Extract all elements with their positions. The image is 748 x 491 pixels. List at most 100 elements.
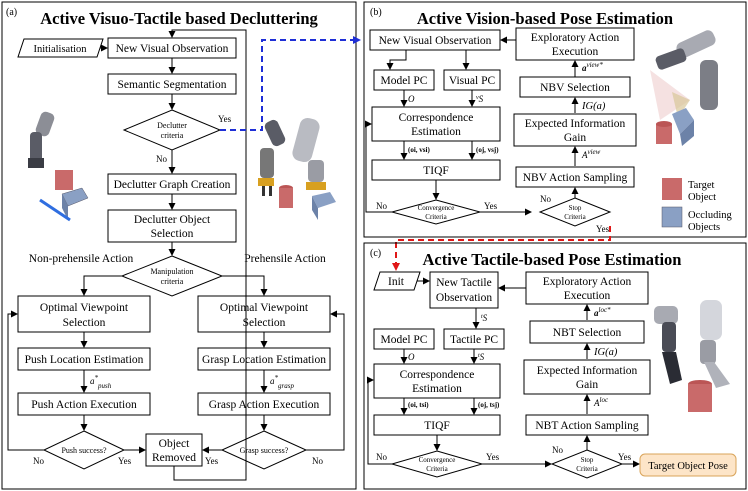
c-stop-no: No: [552, 445, 563, 455]
legend-target-label-1: Target: [688, 180, 715, 191]
b-correspondence-label-2: Estimation: [411, 126, 461, 138]
b-stop-diamond: [538, 197, 612, 227]
push-location-label: Push Location Estimation: [25, 354, 144, 366]
manipulation-criteria-label-1: Manipulation: [150, 267, 193, 276]
robot-illustration-left: [28, 111, 89, 222]
c-correspondence-box: [373, 363, 501, 399]
c-tiqf-label: TIQF: [424, 420, 450, 432]
c-tS-obs: tS: [481, 313, 488, 323]
b-stop-label-1: Stop: [569, 204, 582, 212]
panel-c-frame: [363, 242, 747, 490]
c-correspondence-label-2: Estimation: [412, 383, 462, 395]
panel-c-title: Active Tactile-based Pose Estimation: [423, 250, 682, 269]
c-tS-label: tS: [478, 352, 485, 362]
c-nbt-selection-label: NBT Selection: [553, 327, 622, 339]
panel-a-frame: [1, 1, 357, 490]
a-push-label: a*push: [90, 374, 112, 390]
panel-b-title: Active Vision-based Pose Estimation: [417, 9, 673, 28]
b-stop-yes: Yes: [596, 224, 610, 234]
grasp-success-label: Grasp success?: [240, 446, 289, 455]
red-link-arrow: [392, 226, 611, 271]
b-exploratory-label-2: Execution: [552, 46, 599, 58]
c-pair-2: (oj, tsj): [478, 401, 500, 409]
b-O-label: O: [408, 94, 415, 104]
optimal-viewpoint-left-label-2: Selection: [63, 317, 106, 329]
b-stop-no: No: [540, 194, 551, 204]
b-convergence-diamond: [390, 199, 482, 225]
b-pair-2: (oj, vsj): [476, 146, 499, 154]
c-nbt-sampling-label: NBT Action Sampling: [535, 420, 639, 432]
declutter-object-label-2: Selection: [151, 228, 194, 240]
c-stop-label-1: Stop: [581, 456, 594, 464]
b-a-view-star: aview*: [582, 61, 603, 73]
c-pair-1: (oi, tsi): [408, 401, 429, 409]
new-visual-observation-label: New Visual Observation: [116, 43, 229, 55]
c-conv-no: No: [376, 452, 387, 462]
legend-target-label-2: Object: [688, 192, 716, 203]
b-pair-1: (oi, vsi): [408, 146, 430, 154]
c-stop-diamond: [550, 449, 624, 479]
panel-b-frame: [363, 1, 747, 238]
optimal-viewpoint-right-label-1: Optimal Viewpoint: [220, 302, 309, 314]
robot-illustration-right: [258, 117, 336, 220]
c-new-tactile-label-2: Observation: [436, 292, 492, 304]
c-stop-label-2: Criteria: [576, 465, 598, 473]
legend-occluding-label-1: Occluding: [688, 210, 732, 221]
panel-a-label: (a): [6, 7, 17, 18]
c-expected-ig-label-1: Expected Information: [537, 365, 638, 377]
manipulation-criteria-label-2: criteria: [161, 277, 184, 286]
object-removed-box: [145, 433, 203, 467]
b-vS-label: vS: [476, 94, 484, 104]
b-nbv-sampling-label: NBV Action Sampling: [523, 172, 628, 184]
c-a-loc: Aloc: [593, 396, 609, 408]
declutter-object-label-1: Declutter Object: [134, 214, 211, 226]
push-no: No: [33, 456, 44, 466]
b-expected-ig-label-1: Expected Information: [525, 118, 626, 130]
b-convergence-label-1: Convergence: [418, 204, 455, 212]
object-removed-label-1: Object: [159, 438, 190, 450]
non-prehensile-label: Non-prehensile Action: [29, 253, 134, 265]
c-tactile-pc-label: Tactile PC: [450, 334, 498, 346]
push-yes: Yes: [118, 456, 132, 466]
legend-target-swatch: [662, 178, 682, 200]
declutter-object-selection-box: [107, 209, 237, 243]
c-model-pc-label: Model PC: [381, 334, 428, 346]
legend-occluding-label-2: Objects: [688, 222, 720, 233]
panel-c: (c) Active Tactile-based Pose Estimation…: [363, 242, 747, 490]
declutter-no: No: [156, 154, 167, 164]
c-exploratory-box: [525, 271, 649, 305]
optimal-viewpoint-right-label-2: Selection: [243, 317, 286, 329]
b-correspondence-label-1: Correspondence: [399, 112, 474, 124]
initialisation-node: [17, 38, 104, 58]
push-success-label: Push success?: [61, 446, 107, 455]
declutter-criteria-diamond: [122, 109, 222, 151]
c-new-tactile-label-1: New Tactile: [436, 277, 492, 289]
object-removed-label-2: Removed: [152, 452, 196, 464]
optimal-viewpoint-left-label-1: Optimal Viewpoint: [40, 302, 129, 314]
c-a-loc-star: aloc*: [594, 306, 611, 318]
panel-a: (a) Active Visuo-Tactile based Declutter…: [1, 1, 357, 490]
prehensile-label: Prehensile Action: [244, 253, 326, 265]
b-ig-a-label: IG(a): [581, 101, 606, 112]
declutter-yes: Yes: [218, 114, 232, 124]
c-correspondence-label-1: Correspondence: [400, 369, 475, 381]
c-convergence-label-1: Convergence: [419, 456, 456, 464]
grasp-yes: Yes: [205, 456, 219, 466]
b-conv-no: No: [376, 201, 387, 211]
declutter-criteria-label-2: criteria: [161, 131, 184, 140]
c-convergence-diamond: [390, 450, 484, 478]
a-grasp-label: a*grasp: [270, 374, 294, 390]
b-conv-yes: Yes: [484, 201, 498, 211]
grasp-location-label: Grasp Location Estimation: [202, 354, 326, 366]
grasp-execution-label: Grasp Action Execution: [209, 399, 320, 411]
b-new-visual-observation-label: New Visual Observation: [379, 35, 492, 47]
manipulation-criteria-diamond: [120, 255, 224, 297]
c-expected-ig-label-2: Gain: [576, 379, 599, 391]
initialisation-label: Initialisation: [33, 44, 87, 55]
grasp-no: No: [312, 456, 323, 466]
c-exploratory-label-1: Exploratory Action: [543, 276, 632, 288]
declutter-criteria-label-1: Declutter: [157, 121, 187, 130]
push-success-diamond: [42, 430, 126, 470]
b-correspondence-box: [371, 106, 501, 142]
